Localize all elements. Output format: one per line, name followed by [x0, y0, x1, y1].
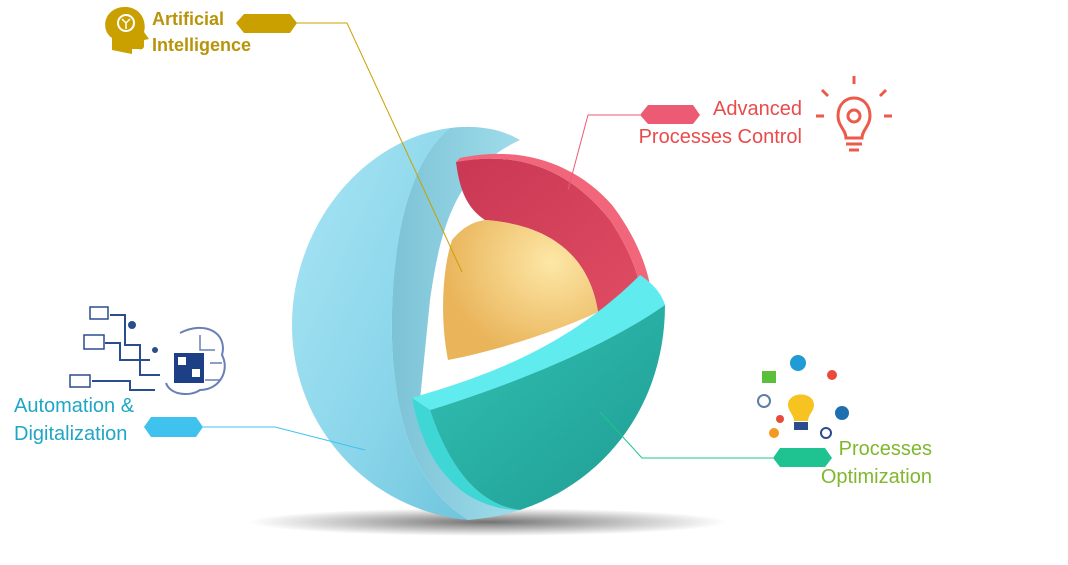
ai-connector-line [295, 22, 463, 273]
mantle-top-face [412, 275, 665, 410]
head-brain-icon [105, 6, 149, 54]
ai-tag [236, 14, 297, 33]
red-layer [456, 158, 642, 312]
processes-optimization-label: Processes Optimization [790, 435, 932, 491]
apc-connector-line [567, 114, 640, 191]
po-label-line2: Optimization [820, 466, 932, 488]
artificial-intelligence-label: Artificial Intelligence [152, 6, 251, 58]
mantle [430, 305, 665, 510]
lightbulb-cogs-icon [757, 355, 849, 439]
circuit-brain-icon [69, 306, 226, 396]
ad-tag [144, 417, 203, 437]
po-label-line1: Processes [838, 438, 932, 460]
ai-label-line1: Artificial [152, 9, 225, 29]
apc-label-line1: Advanced [713, 98, 802, 120]
po-tag [773, 448, 832, 467]
apc-tag [640, 105, 700, 124]
advanced-processes-control-label: Advanced Processes Control [610, 95, 802, 151]
ad-label-line2: Digitalization [14, 423, 128, 445]
sphere-shadow [248, 508, 728, 536]
po-connector-line [599, 411, 773, 459]
ai-label-line2: Intelligence [152, 35, 252, 55]
apc-label-line2: Processes Control [638, 126, 802, 148]
automation-digitalization-label: Automation & Digitalization [14, 392, 134, 448]
core [443, 220, 598, 360]
mantle-edge [412, 398, 520, 510]
ad-label-line1: Automation & [14, 395, 135, 417]
ad-connector-line [203, 426, 366, 451]
outer-shell [291, 128, 468, 520]
lightbulb-gear-icon [816, 76, 892, 152]
